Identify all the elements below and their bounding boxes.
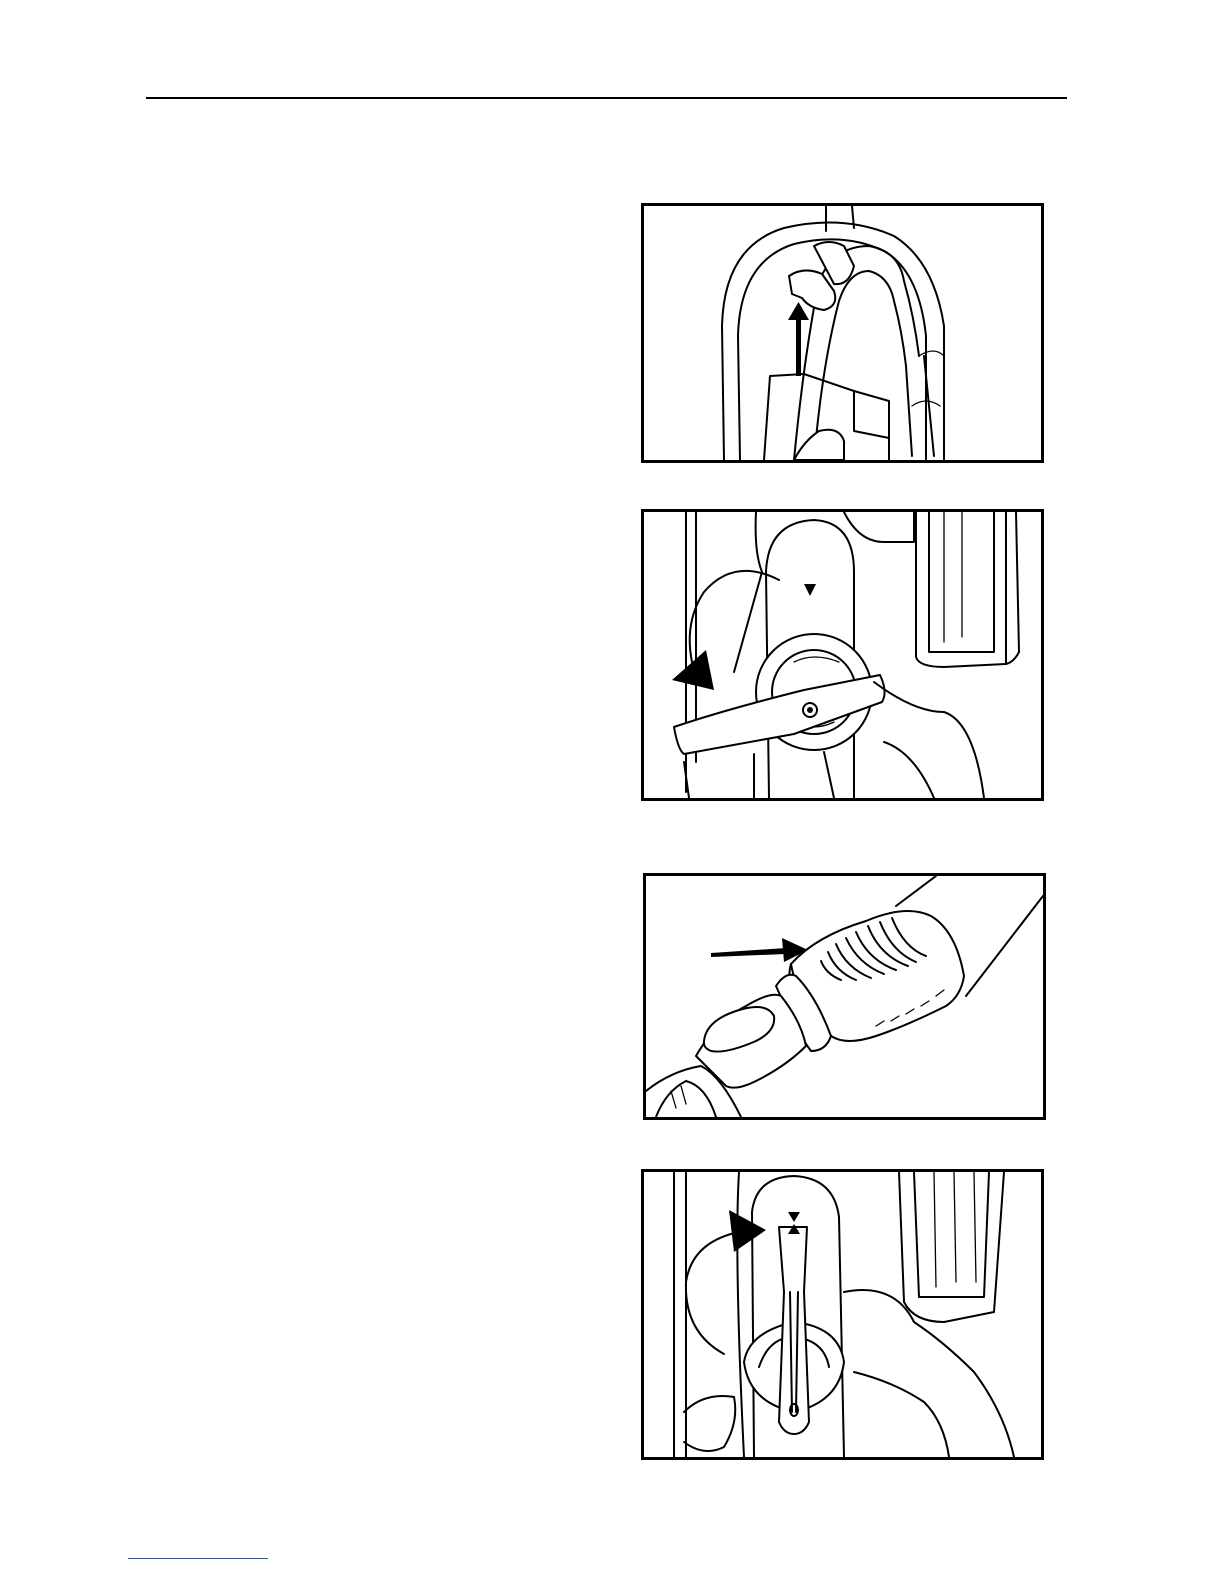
- header-rule: [146, 97, 1067, 99]
- figure-2-rotate-lever: [641, 509, 1044, 801]
- figure-3-insert-hose: [643, 873, 1046, 1120]
- figure-4-rotate-lever-back: [641, 1169, 1044, 1460]
- footer-link-rule: [128, 1558, 268, 1559]
- figure-1-lift-hose: [641, 203, 1044, 463]
